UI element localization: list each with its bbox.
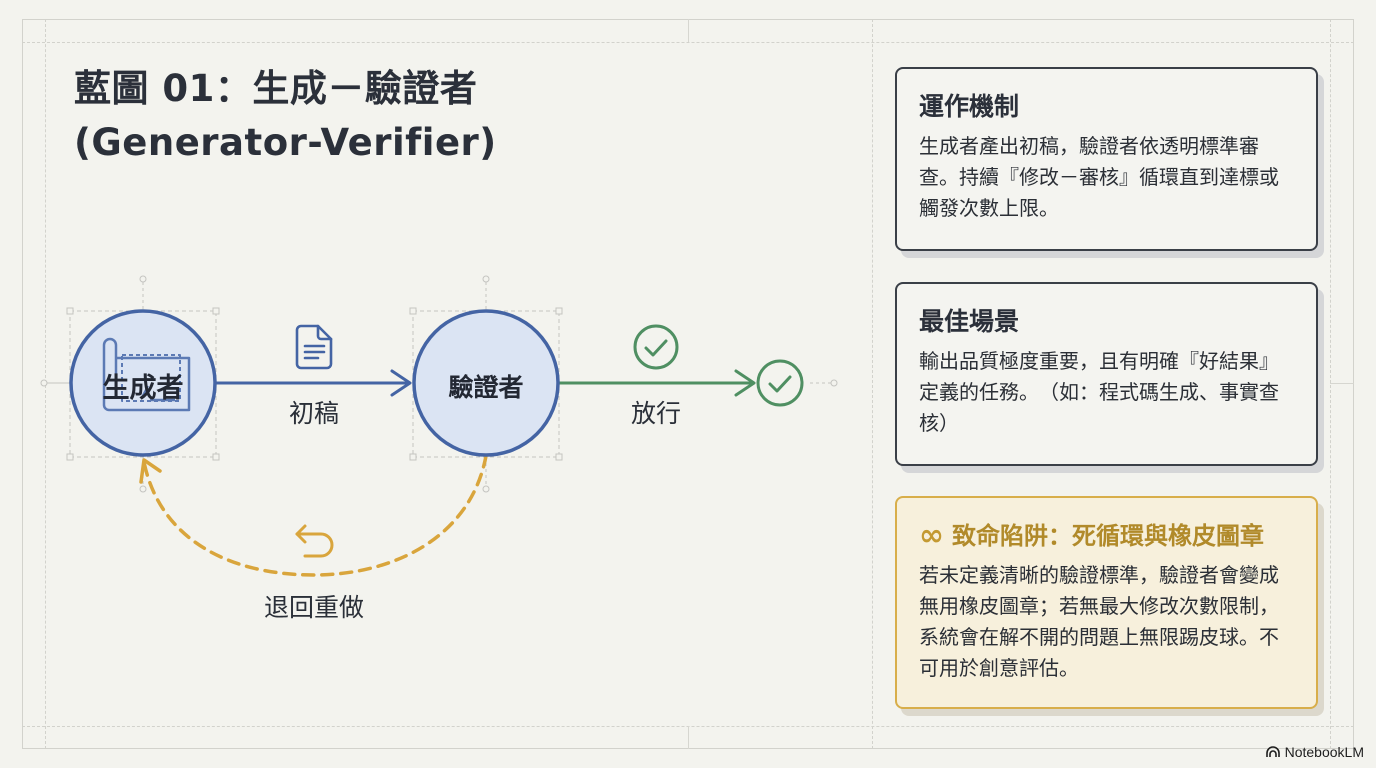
guide-line-right <box>1330 19 1331 749</box>
card-pitfall-title: 致命陷阱：死循環與橡皮圖章 <box>952 522 1264 550</box>
blueprint-icon <box>102 337 191 412</box>
node-verifier[interactable] <box>412 309 560 457</box>
watermark-label: NotebookLM <box>1284 744 1364 760</box>
node-verifier-label: 驗證者 <box>448 373 524 402</box>
card-mechanism: 運作機制 生成者產出初稿，驗證者依透明標準審查。持續『修改－審核』循環直到達標或… <box>895 67 1318 251</box>
document-icon <box>295 324 333 370</box>
guide-tick-bottom <box>688 726 689 749</box>
generator-verifier-diagram <box>40 275 838 577</box>
card-pitfall-body: 若未定義清晰的驗證標準，驗證者會變成無用橡皮圖章；若無最大修改次數限制，系統會在… <box>919 563 1279 680</box>
edge-reject <box>139 454 488 577</box>
undo-arrow-icon <box>295 524 334 558</box>
card-pitfall: ∞ 致命陷阱：死循環與橡皮圖章 若未定義清晰的驗證標準，驗證者會變成無用橡皮圖章… <box>895 496 1318 709</box>
card-pitfall-header: ∞ 致命陷阱：死循環與橡皮圖章 <box>919 518 1294 554</box>
infinity-icon: ∞ <box>919 518 944 553</box>
guide-line-panel <box>872 19 873 749</box>
notebooklm-watermark: NotebookLM <box>1265 744 1364 760</box>
check-circle-icon <box>633 324 679 370</box>
page-title-line2: (Generator-Verifier) <box>74 121 497 164</box>
card-best-scenario-body: 輸出品質極度重要，且有明確『好結果』定義的任務。 （如：程式碼生成、事實查核） <box>919 349 1279 435</box>
card-mechanism-title: 運作機制 <box>919 92 1020 121</box>
card-best-scenario-title: 最佳場景 <box>919 307 1020 336</box>
guide-tick-top <box>688 19 689 42</box>
edge-reject-label: 退回重做 <box>263 593 364 622</box>
output-check-circle-icon <box>756 359 804 407</box>
page-title: 藍圖 01：生成－驗證者 (Generator-Verifier) <box>74 62 497 170</box>
node-generator-label: 生成者 <box>102 373 184 404</box>
card-mechanism-body: 生成者產出初稿，驗證者依透明標準審查。持續『修改－審核』循環直到達標或觸發次數上… <box>919 134 1279 220</box>
guide-tick-right <box>1330 383 1354 384</box>
page-title-line1: 藍圖 01：生成－驗證者 <box>74 67 478 110</box>
edge-draft-label: 初稿 <box>288 399 339 428</box>
edge-pass <box>559 369 756 397</box>
edge-draft <box>216 369 412 397</box>
edge-pass-label: 放行 <box>630 399 681 428</box>
notebooklm-logo-icon <box>1265 746 1280 757</box>
guide-line-top <box>22 42 1354 43</box>
node-generator[interactable] <box>69 309 217 457</box>
card-best-scenario: 最佳場景 輸出品質極度重要，且有明確『好結果』定義的任務。 （如：程式碼生成、事… <box>895 282 1318 466</box>
